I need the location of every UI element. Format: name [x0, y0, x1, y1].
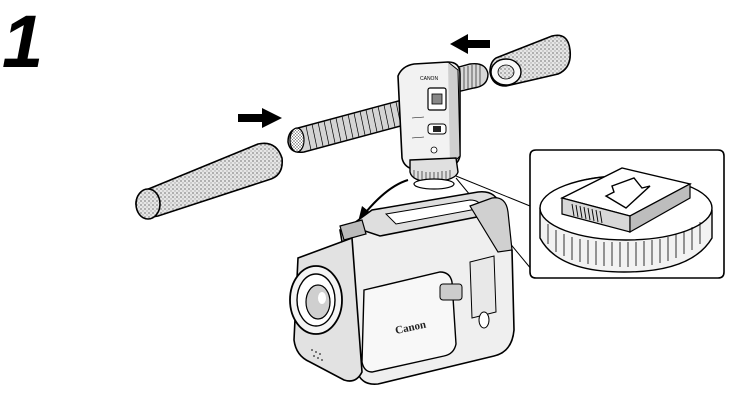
arrow-right-icon	[238, 108, 282, 128]
svg-text:CANON: CANON	[420, 76, 438, 82]
step-number: 1	[2, 0, 44, 83]
windscreen-left	[135, 142, 284, 220]
insert-arrow-icon	[604, 177, 651, 209]
microphone-holder: CANON	[397, 61, 461, 190]
arrow-left-icon	[450, 34, 490, 54]
detail-inset	[529, 149, 725, 279]
camcorder: Canon	[289, 191, 515, 385]
windscreen-right	[489, 34, 572, 87]
